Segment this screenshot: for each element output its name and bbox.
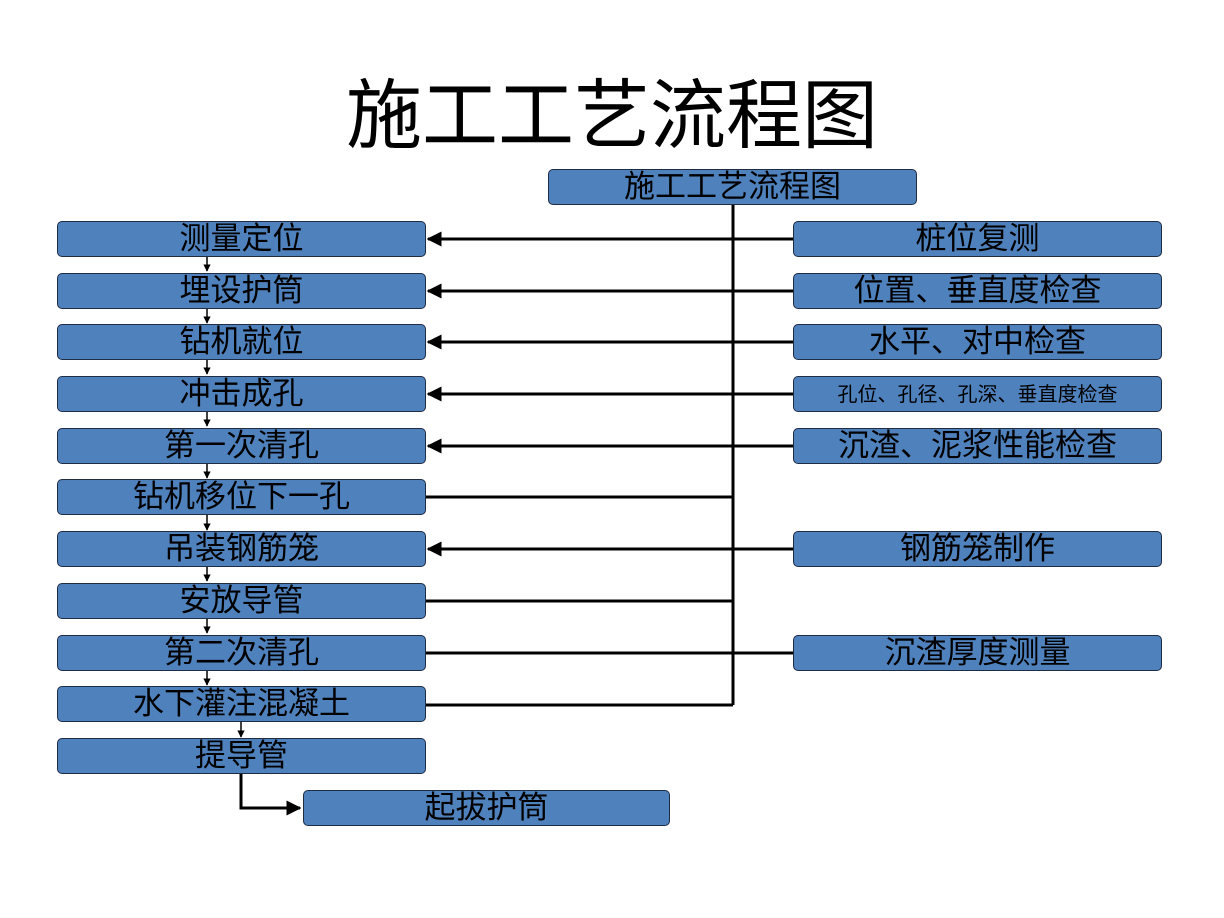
final-step-box: 起拔护筒 [303,790,670,826]
check-box-4: 孔位、孔径、孔深、垂直度检查 [793,376,1162,412]
check-box-2: 位置、垂直度检查 [793,273,1162,309]
step-box-4: 冲击成孔 [57,376,426,412]
check-box-1: 桩位复测 [793,221,1162,257]
step-box-9: 第二次清孔 [57,635,426,671]
step-box-6: 钻机移位下一孔 [57,479,426,515]
check-box-7: 沉渣厚度测量 [793,635,1162,671]
header-box: 施工工艺流程图 [548,169,917,205]
step-box-1: 测量定位 [57,221,426,257]
flow-arrow-final [239,774,302,816]
check-box-3: 水平、对中检查 [793,324,1162,360]
step-box-8: 安放导管 [57,583,426,619]
step-box-2: 埋设护筒 [57,273,426,309]
page-title: 施工工艺流程图 [346,71,878,160]
step-box-10: 水下灌注混凝土 [57,686,426,722]
step-box-7: 吊装钢筋笼 [57,531,426,567]
check-box-6: 钢筋笼制作 [793,531,1162,567]
step-box-11: 提导管 [57,738,426,774]
check-box-5: 沉渣、泥浆性能检查 [793,428,1162,464]
step-box-5: 第一次清孔 [57,428,426,464]
step-box-3: 钻机就位 [57,324,426,360]
